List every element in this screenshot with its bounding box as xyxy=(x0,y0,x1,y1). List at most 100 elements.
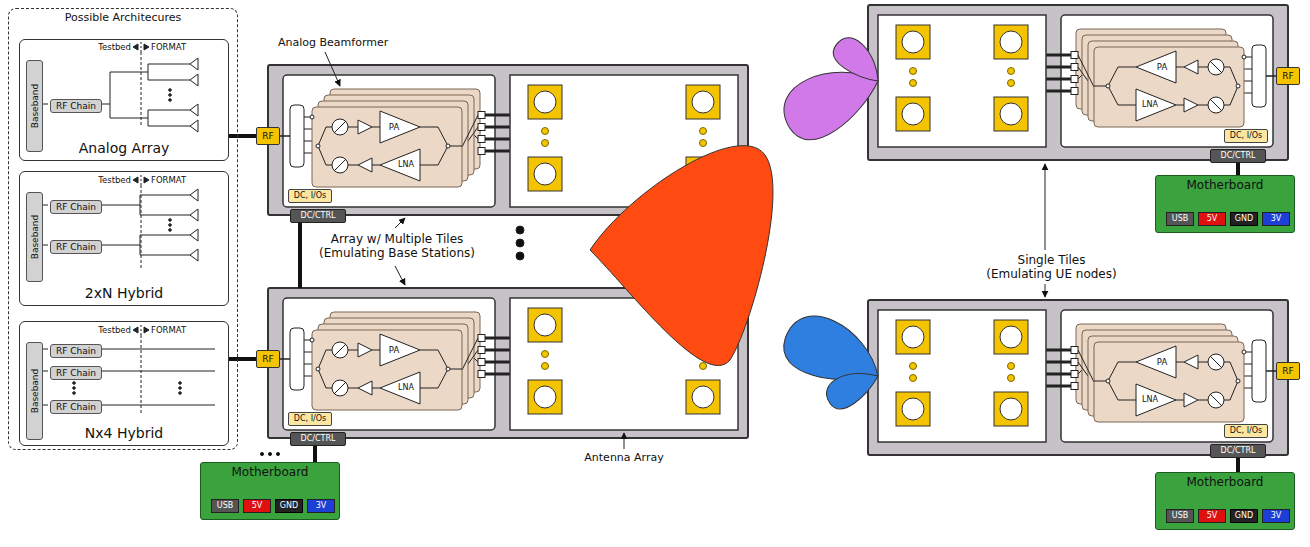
antenna-element xyxy=(1000,31,1022,53)
baseband-block: Baseband xyxy=(26,342,43,440)
wire xyxy=(1198,67,1208,68)
phase-arrow xyxy=(334,382,346,394)
wire xyxy=(1078,350,1094,382)
dc-ctrl-connector: DC/CTRL xyxy=(1210,444,1266,458)
antenna-symbol xyxy=(190,235,198,241)
splitter xyxy=(1252,340,1266,402)
antenna-patch xyxy=(994,97,1028,131)
switch-dot xyxy=(316,367,320,371)
port xyxy=(478,148,485,155)
beamformer-panel xyxy=(1061,15,1273,147)
port-dot xyxy=(310,338,314,342)
phase-shifter xyxy=(332,157,348,173)
ellipsis-dot xyxy=(73,392,76,395)
ellipsis-dot xyxy=(169,89,172,92)
wire xyxy=(140,195,141,215)
switch-dot xyxy=(1236,84,1240,88)
callout-label: Array w/ Multiple Tiles (Emulating Base … xyxy=(318,232,476,260)
callout-label: FORMAT xyxy=(151,323,186,337)
wire xyxy=(148,64,186,65)
boundary-line xyxy=(141,335,142,415)
wire xyxy=(468,350,478,364)
splitter xyxy=(1252,45,1266,107)
amplifier-label: LNA xyxy=(398,381,414,395)
feed-line xyxy=(1046,66,1071,69)
feed-line xyxy=(1046,373,1071,376)
ellipsis-dot xyxy=(700,363,707,370)
wire xyxy=(372,127,380,128)
motherboard-label: Motherboard xyxy=(1187,179,1264,193)
antenna-element xyxy=(1000,103,1022,125)
amplifier-symbol xyxy=(1184,355,1198,369)
tile-board xyxy=(868,300,1288,455)
antenna-patch xyxy=(528,157,562,191)
wire xyxy=(468,127,478,141)
ellipsis-dot xyxy=(1008,375,1015,382)
architecture-group: Possible ArchitecuresAnalog ArrayBaseban… xyxy=(8,8,238,450)
rf-connector: RF xyxy=(1276,67,1300,85)
ellipsis-dot xyxy=(73,387,76,390)
ellipsis-dot xyxy=(700,140,707,147)
dc-ctrl-connector: DC/CTRL xyxy=(290,209,346,223)
arrow-mark xyxy=(133,177,138,183)
beamformer-panel xyxy=(1061,310,1273,442)
wire xyxy=(100,349,215,350)
antenna-element xyxy=(692,91,714,113)
phase-shifter xyxy=(1208,59,1224,75)
port xyxy=(478,335,485,342)
wire xyxy=(348,165,358,166)
callout-label: FORMAT xyxy=(151,173,186,187)
tile xyxy=(868,300,1288,455)
antenna-element xyxy=(902,326,924,348)
ellipsis-dot xyxy=(169,224,172,227)
wire xyxy=(148,80,186,81)
port xyxy=(478,371,485,378)
wire xyxy=(280,358,290,360)
architecture-box-label: Analog Array xyxy=(79,140,170,156)
amplifier-symbol xyxy=(358,381,372,395)
antenna-symbol xyxy=(190,229,198,235)
splitter xyxy=(290,328,304,390)
rf-chain-block-label: RF Chain xyxy=(56,242,96,252)
rf-chain-block: RF Chain xyxy=(50,240,102,254)
port-dot xyxy=(1242,55,1246,59)
phase-arrow xyxy=(1210,61,1222,73)
amplifier-symbol xyxy=(358,120,372,134)
antenna-element xyxy=(534,163,556,185)
phase-shifter xyxy=(1208,354,1224,370)
antenna-symbol xyxy=(190,120,198,126)
antenna-symbol xyxy=(198,249,199,261)
port xyxy=(1071,52,1078,59)
wire xyxy=(140,195,186,196)
usb-port: USB xyxy=(1166,212,1194,226)
lna-symbol xyxy=(380,149,420,181)
antenna-patch xyxy=(896,392,930,426)
wiring xyxy=(260,223,524,456)
cable-connector xyxy=(229,134,256,138)
port xyxy=(478,359,485,366)
amplifier-label: PA xyxy=(389,343,399,357)
dc-ctrl-connector-label: DC/CTRL xyxy=(301,434,336,443)
dc-io-block-label: DC, I/Os xyxy=(294,414,326,423)
arrow-mark xyxy=(133,44,138,50)
motherboard: MotherboardUSB5VGND3V xyxy=(1155,175,1295,233)
feed-line xyxy=(1046,349,1071,352)
antenna-symbol xyxy=(198,120,199,132)
wire xyxy=(1078,370,1082,374)
port xyxy=(478,136,485,143)
antenna-patch xyxy=(528,308,562,342)
port xyxy=(1071,64,1078,71)
wire xyxy=(186,195,190,196)
antenna-symbol xyxy=(190,195,198,201)
leader-line xyxy=(325,52,340,86)
antenna-symbol xyxy=(190,126,198,132)
pa-symbol xyxy=(380,334,420,366)
feed-line xyxy=(485,349,510,352)
phase-arrow xyxy=(334,159,346,171)
antenna-patch xyxy=(896,320,930,354)
feed-line xyxy=(1046,78,1071,81)
antenna-symbol xyxy=(190,110,198,116)
wire xyxy=(186,80,190,81)
phase-shifter xyxy=(332,380,348,396)
switch-dot xyxy=(1106,84,1110,88)
